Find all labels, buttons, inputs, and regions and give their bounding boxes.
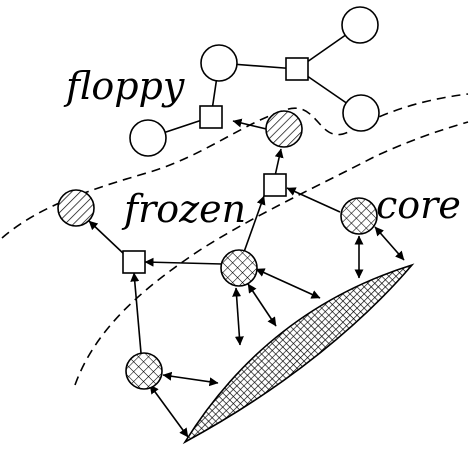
junction-node: [285, 57, 309, 81]
core-links: [149, 226, 405, 438]
core-label: core: [376, 183, 461, 227]
core-wall: [182, 263, 415, 445]
junction-nodes: [122, 57, 309, 274]
floppy-node: [342, 94, 380, 132]
frozen-node: [57, 189, 95, 227]
junction-node: [122, 250, 146, 274]
frozen-node: [265, 110, 303, 148]
floppy-nodes: [129, 6, 380, 157]
core-node: [125, 352, 163, 390]
floppy-node: [129, 119, 167, 157]
core-node: [220, 249, 258, 287]
floppy-frozen-boundary: [1, 93, 469, 239]
directed-arrows: [88, 118, 341, 354]
junction-node: [199, 105, 223, 129]
frozen-label: frozen: [121, 187, 246, 231]
frozen-core-boundary: [74, 121, 469, 386]
core-node: [340, 197, 378, 235]
floppy-node: [200, 44, 238, 82]
floppy-node: [341, 6, 379, 44]
floppy-label: floppy: [63, 64, 185, 108]
core-nodes: [125, 197, 378, 390]
junction-node: [263, 173, 287, 197]
frozen-nodes: [57, 110, 303, 227]
